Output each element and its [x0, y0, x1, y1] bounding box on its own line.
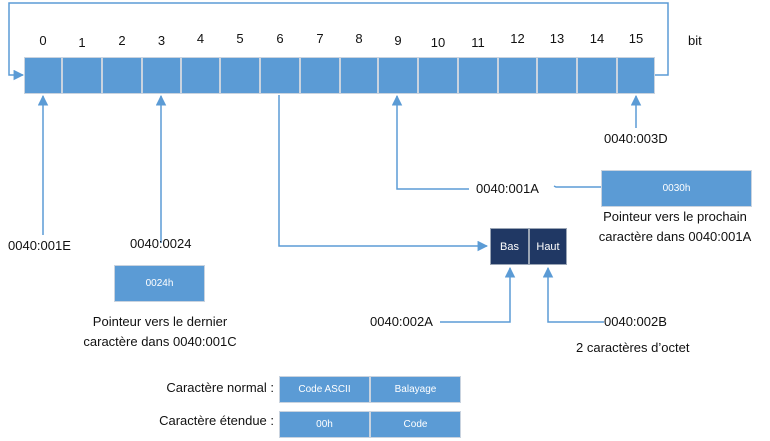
head-box-link — [553, 185, 601, 188]
bit-cell-4 — [181, 57, 220, 94]
bit-number-3: 3 — [157, 33, 166, 48]
bit-cell-10 — [418, 57, 458, 94]
bit-number-12: 12 — [510, 31, 525, 46]
wraparound-arrow — [8, 2, 669, 81]
bit-number-9: 9 — [394, 33, 402, 48]
address-bit0: 0040:001E — [8, 238, 71, 253]
high-byte-cell: Haut — [529, 228, 567, 265]
tail-caption-line1: Pointeur vers le dernier — [92, 314, 228, 329]
head-pointer-box: 0030h — [601, 170, 752, 207]
byte-pair-caption: 2 caractères d’octet — [576, 340, 690, 355]
bit-cell-0 — [24, 57, 62, 94]
legend-normal-cell-2: Balayage — [370, 376, 461, 403]
bit-cell-13 — [537, 57, 577, 94]
bit-number-0: 0 — [39, 33, 47, 48]
low-byte-cell: Bas — [490, 228, 529, 265]
bit-cell-5 — [220, 57, 260, 94]
address-bit15: 0040:003D — [604, 131, 668, 146]
bit-number-11: 11 — [471, 35, 485, 50]
legend-extended-cell-2: Code — [370, 411, 461, 438]
bit-cell-6 — [260, 57, 300, 94]
bit-number-14: 14 — [589, 31, 605, 46]
bit-cell-11 — [458, 57, 498, 94]
legend-extended-cell-1: 00h — [279, 411, 370, 438]
bit6-to-low-arrow — [278, 95, 489, 252]
bit-cell-8 — [340, 57, 378, 94]
bit-cell-3 — [142, 57, 181, 94]
bit-number-6: 6 — [276, 31, 284, 46]
head-caption-line2: caractère dans 0040:001A — [598, 229, 752, 244]
bit-cell-2 — [102, 57, 142, 94]
bit-number-5: 5 — [236, 31, 244, 46]
bit-number-2: 2 — [118, 33, 126, 48]
bit-number-4: 4 — [196, 31, 205, 46]
address-bit3: 0040:0024 — [130, 236, 192, 251]
tail-caption-line2: caractère dans 0040:001C — [83, 334, 237, 349]
bit-number-15: 15 — [628, 31, 644, 46]
high-byte-arrow — [542, 266, 604, 323]
legend-normal-cell-1: Code ASCII — [279, 376, 370, 403]
bit-number-7: 7 — [316, 31, 324, 46]
tail-pointer-box: 0024h — [114, 265, 205, 302]
address-high-byte: 0040:002B — [604, 314, 667, 329]
low-byte-arrow — [440, 266, 516, 323]
tail-pointer-caption: Pointeur vers le dernier caractère dans … — [60, 312, 260, 352]
address-bit9: 0040:001A — [476, 181, 539, 196]
bit-cell-14 — [577, 57, 617, 94]
address-low-byte: 0040:002A — [370, 314, 433, 329]
bit-number-13: 13 — [549, 31, 565, 46]
bit-number-10: 10 — [430, 35, 446, 50]
bit-cell-7 — [300, 57, 340, 94]
bit-cell-12 — [498, 57, 537, 94]
bit-cell-1 — [62, 57, 102, 94]
legend-extended-label: Caractère étendue : — [159, 413, 274, 428]
bit-number-8: 8 — [355, 31, 363, 46]
bit9-arrow — [391, 94, 469, 190]
bit-cell-9 — [378, 57, 418, 94]
bit-axis-label: bit — [688, 33, 702, 48]
bit-cell-15 — [617, 57, 655, 94]
head-pointer-caption: Pointeur vers le prochain caractère dans… — [580, 207, 770, 247]
head-caption-line1: Pointeur vers le prochain — [603, 209, 747, 224]
bit-number-1: 1 — [78, 35, 86, 50]
legend-normal-label: Caractère normal : — [166, 380, 274, 395]
